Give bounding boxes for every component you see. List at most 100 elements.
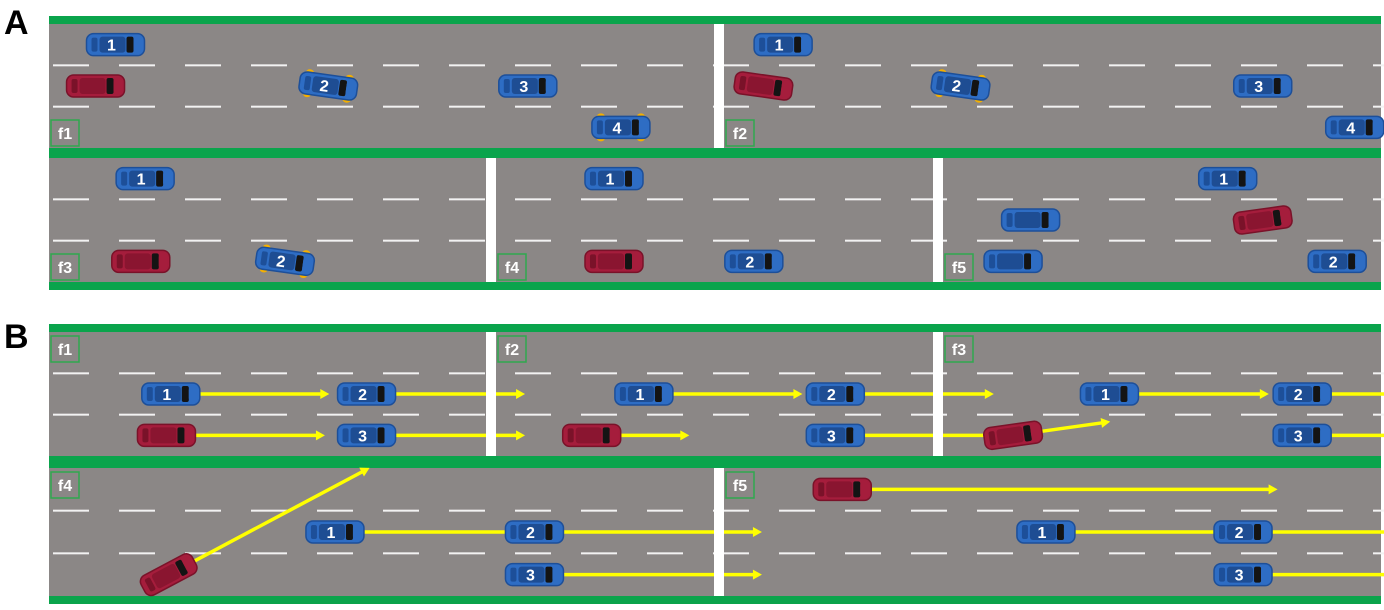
lane-dash <box>911 105 947 108</box>
velocity-arrowhead <box>752 527 762 537</box>
car-hood <box>1031 252 1041 271</box>
car-number-label: 4 <box>1346 120 1355 137</box>
lane-dash <box>911 239 947 242</box>
lane-dash <box>1307 105 1343 108</box>
lane-dash <box>119 198 155 201</box>
velocity-arrowhead <box>752 569 762 580</box>
lane-dash <box>317 372 353 375</box>
lane-dash <box>713 552 749 555</box>
lane-dash <box>1043 372 1079 375</box>
car-windshield <box>846 427 854 444</box>
lane-dash <box>449 105 485 108</box>
car-number-label: 1 <box>162 387 171 404</box>
car-hood <box>133 35 143 54</box>
car-rear-window <box>260 251 268 266</box>
car-number-label: 2 <box>951 78 962 96</box>
car-hood <box>638 118 648 137</box>
lane-dash <box>647 413 683 416</box>
car-roof <box>996 426 1024 446</box>
lane-dash <box>317 198 353 201</box>
car-windshield <box>1023 425 1032 442</box>
car-windshield <box>295 255 304 272</box>
lane-dash <box>251 198 287 201</box>
car-hood <box>1030 423 1041 442</box>
road-edge-top <box>49 324 1381 332</box>
velocity-arrow <box>1040 421 1103 434</box>
car-windshield <box>654 386 662 402</box>
frame-label: f2 <box>505 342 519 359</box>
car-number-label: 4 <box>612 120 621 137</box>
car-roof <box>943 76 972 95</box>
car-rear-window <box>1330 120 1337 135</box>
blue-car-p0-f1-4: 4 <box>1324 115 1384 140</box>
car-rear-window <box>589 254 596 269</box>
lane-dash <box>1043 198 1079 201</box>
car-rear-window <box>71 79 78 93</box>
car-roof <box>819 427 846 444</box>
lane-dash <box>911 372 947 375</box>
velocity-arrowhead <box>320 389 330 399</box>
car-rear-window <box>589 171 596 186</box>
velocity-arrowhead <box>793 389 803 399</box>
frame-label: f4 <box>58 478 72 495</box>
lane-dash <box>1109 105 1145 108</box>
car-number-label: 2 <box>358 387 367 404</box>
car-number-label: 1 <box>775 38 784 55</box>
car-hood <box>345 80 356 99</box>
lane-dash <box>581 64 617 67</box>
red-car-p0-f3-1 <box>584 249 644 274</box>
frame-label-box <box>944 253 974 281</box>
blue-car-p0-f4-3 <box>983 249 1043 274</box>
car-windshield <box>1273 78 1281 94</box>
lane-dash <box>317 64 353 67</box>
car-windshield <box>377 386 385 402</box>
car-roof <box>1286 427 1313 444</box>
car-number-label: 1 <box>1101 387 1110 404</box>
car-rear-window <box>619 387 626 401</box>
lane-dash <box>119 64 155 67</box>
lane-dash <box>1175 413 1211 416</box>
car-rear-window <box>811 428 818 443</box>
car-rear-window <box>596 120 603 135</box>
lane-dash <box>251 413 287 416</box>
lane-dash <box>581 509 617 512</box>
blue-car-p0-f0-3: 3 <box>498 74 558 98</box>
lane-dash <box>185 552 221 555</box>
lane-dash <box>251 64 287 67</box>
lane-dash <box>1109 239 1145 242</box>
car-windshield <box>624 253 632 270</box>
lane-dash <box>1109 413 1145 416</box>
car-hood <box>1320 426 1330 445</box>
lane-dash <box>1043 239 1079 242</box>
lane-dash <box>515 105 551 108</box>
lane-dash <box>1043 413 1079 416</box>
car-windshield <box>631 119 639 136</box>
car-rear-window <box>342 387 349 401</box>
car-windshield <box>545 566 553 583</box>
lane-dash <box>1373 372 1384 375</box>
car-hood <box>158 252 168 271</box>
car-rear-window <box>1238 79 1245 93</box>
lane-dash <box>779 372 815 375</box>
car-roof <box>627 386 654 402</box>
car-rear-window <box>1278 428 1285 443</box>
car-rear-window <box>121 171 128 186</box>
car-roof <box>79 78 106 94</box>
lane-dash <box>317 413 353 416</box>
lane-dash <box>977 239 1013 242</box>
car-hood <box>1320 385 1330 403</box>
car-number-label: 2 <box>745 254 754 271</box>
lane-dash <box>185 372 221 375</box>
lane-dash <box>713 239 749 242</box>
lane-dash <box>977 64 1013 67</box>
car-rear-window <box>1085 387 1092 401</box>
car-windshield <box>602 427 610 444</box>
lane-dash <box>317 552 353 555</box>
car-roof <box>518 524 545 540</box>
lane-dash <box>845 64 881 67</box>
lane-dash <box>383 64 419 67</box>
lane-dash <box>1175 198 1211 201</box>
car-hood <box>552 565 562 584</box>
